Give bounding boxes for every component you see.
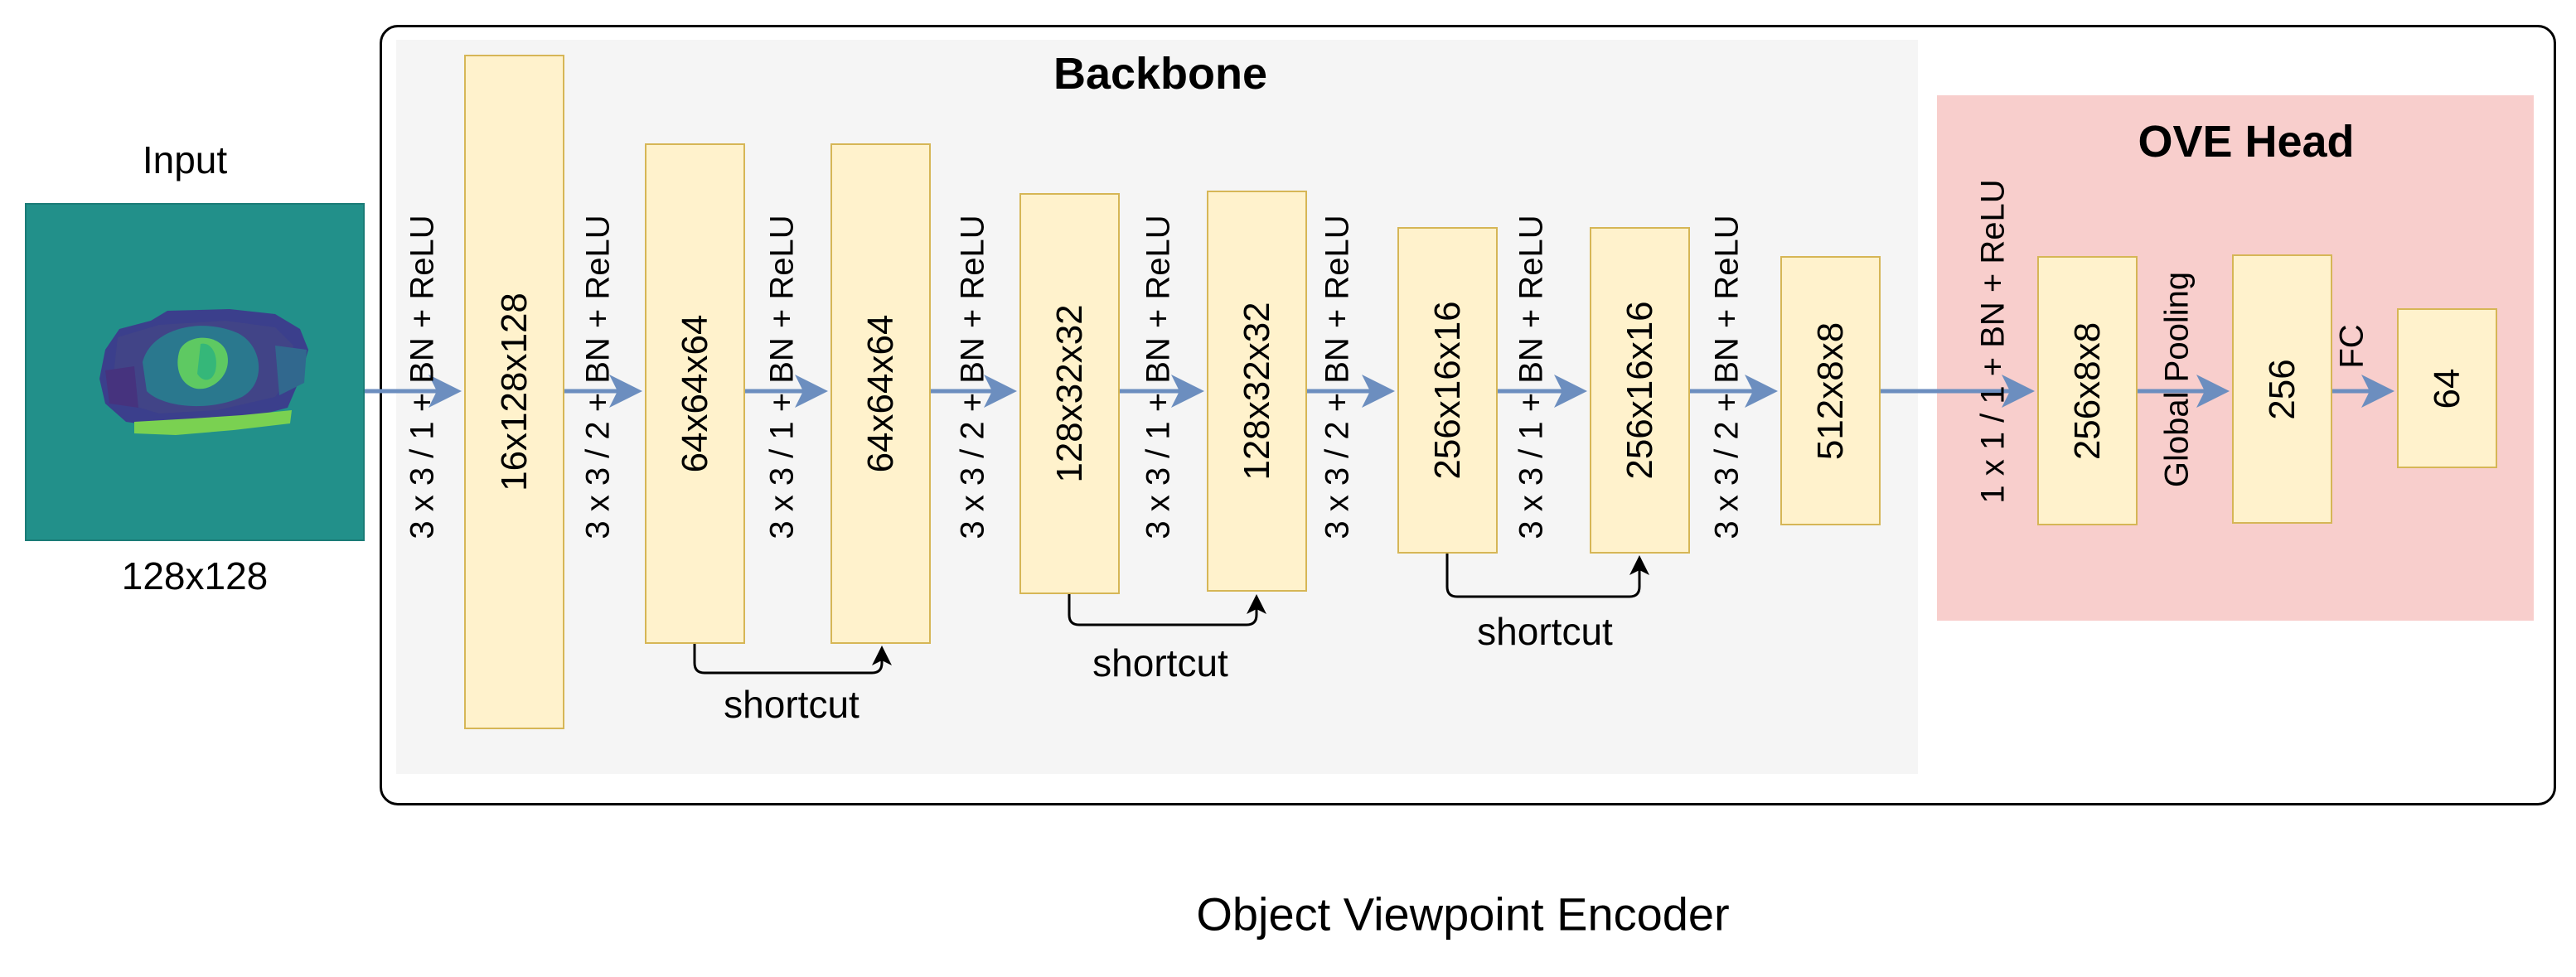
backbone-block-3: 64x64x64	[830, 143, 931, 644]
shortcut-label: shortcut	[724, 683, 859, 726]
backbone-block-7: 256x16x16	[1590, 227, 1690, 554]
backbone-block-8: 512x8x8	[1780, 256, 1881, 525]
ove-head-title: OVE Head	[2138, 117, 2355, 167]
shortcut-label: shortcut	[1092, 641, 1228, 684]
shortcut-label: shortcut	[1477, 610, 1613, 653]
backbone-block-4: 128x32x32	[1019, 193, 1120, 594]
backbone-block-2: 64x64x64	[645, 143, 745, 644]
figure-caption: Object Viewpoint Encoder	[1196, 888, 1730, 941]
op-label: 3 x 3 / 2 + BN + ReLU	[579, 215, 617, 539]
op-label: 3 x 3 / 1 + BN + ReLU	[404, 215, 441, 539]
head-block-3: 64	[2397, 308, 2497, 468]
op-label: Global Pooling	[2158, 271, 2196, 488]
op-label: FC	[2333, 324, 2370, 369]
backbone-block-6: 256x16x16	[1397, 227, 1498, 554]
shortcut-arrow	[693, 644, 892, 675]
op-label: 3 x 3 / 1 + BN + ReLU	[1140, 215, 1177, 539]
op-label: 3 x 3 / 2 + BN + ReLU	[1708, 215, 1746, 539]
op-label: 1 x 1 / 1 + BN + ReLU	[1974, 179, 2012, 504]
depth-map-graphic	[99, 309, 308, 435]
op-label: 3 x 3 / 1 + BN + ReLU	[1513, 215, 1550, 539]
head-block-1: 256x8x8	[2037, 256, 2138, 525]
backbone-title: Backbone	[1053, 49, 1268, 99]
input-size-label: 128x128	[121, 554, 269, 597]
backbone-block-1: 16x128x128	[464, 55, 564, 729]
op-label: 3 x 3 / 1 + BN + ReLU	[763, 215, 801, 539]
input-title: Input	[142, 138, 228, 181]
head-block-2: 256	[2232, 254, 2332, 524]
shortcut-arrow	[1445, 554, 1649, 598]
shortcut-arrow	[1068, 594, 1266, 626]
op-label: 3 x 3 / 2 + BN + ReLU	[1319, 215, 1356, 539]
op-label: 3 x 3 / 2 + BN + ReLU	[954, 215, 991, 539]
input-image	[25, 203, 365, 541]
backbone-block-5: 128x32x32	[1207, 191, 1307, 592]
